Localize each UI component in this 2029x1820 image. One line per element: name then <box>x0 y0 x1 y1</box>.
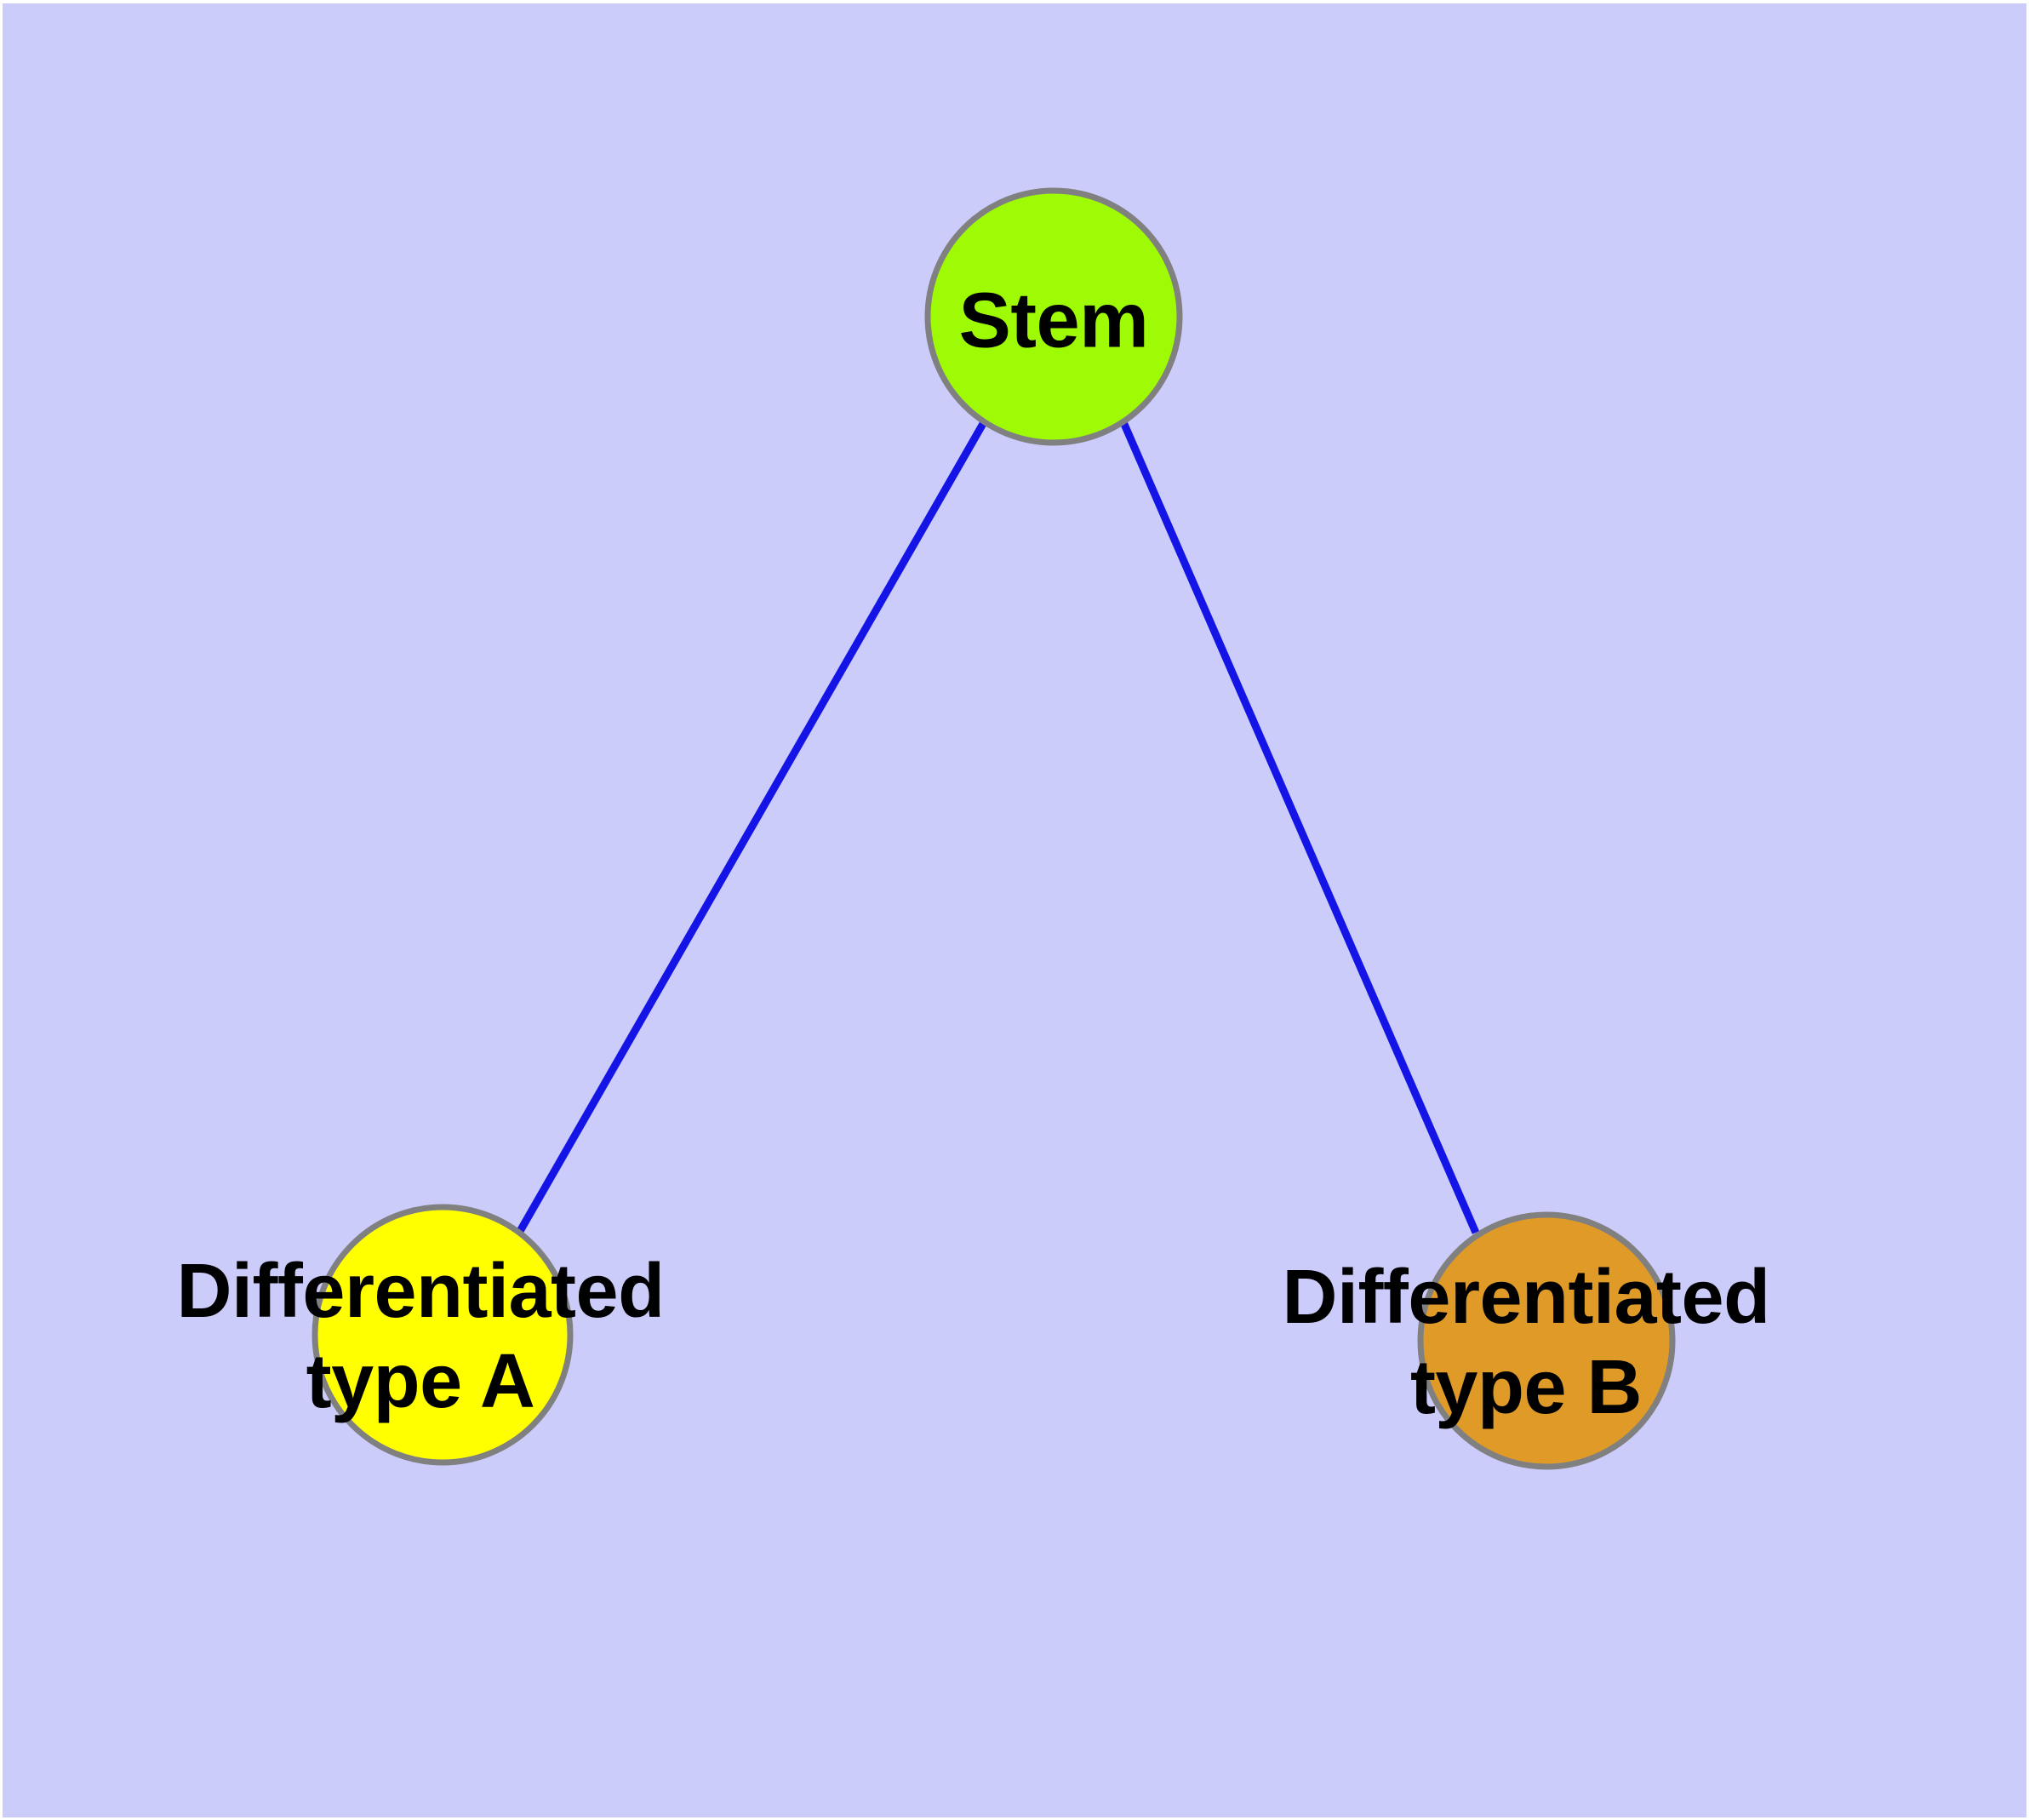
node-diff-b[interactable] <box>1417 1211 1676 1470</box>
edge-stem-diff-b[interactable] <box>1119 421 1480 1234</box>
node-stem[interactable] <box>924 187 1183 446</box>
node-diff-a[interactable] <box>311 1204 574 1466</box>
edge-stem-diff-a[interactable] <box>516 420 987 1235</box>
edges-group <box>516 420 1480 1235</box>
nodes-group <box>311 187 1676 1470</box>
